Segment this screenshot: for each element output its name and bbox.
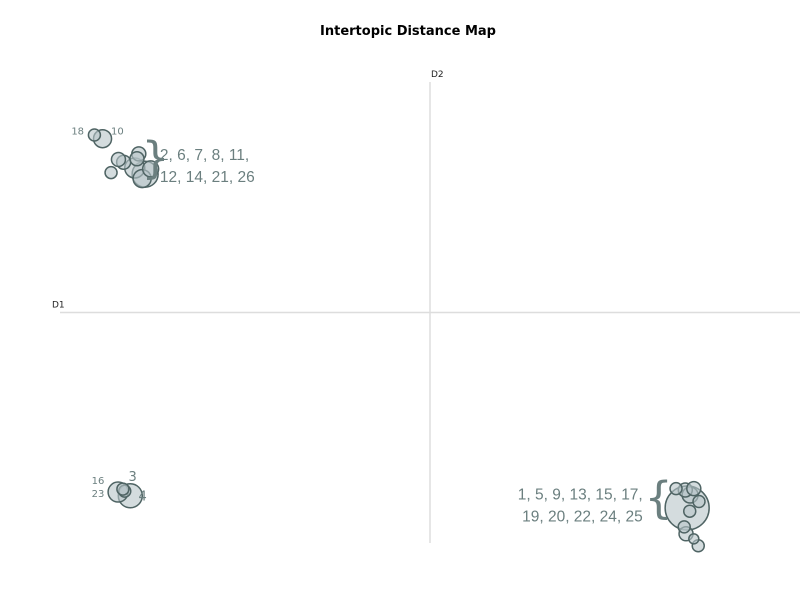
topic-label-10: 10: [111, 127, 124, 138]
topic-bubble-26[interactable]: [104, 165, 118, 180]
topic-bubble-18[interactable]: [87, 128, 102, 142]
topic-bubble-16[interactable]: [116, 482, 130, 496]
topic-bubble-15[interactable]: [682, 504, 697, 518]
topic-bubble-13[interactable]: [686, 480, 702, 497]
topic-label-23: 23: [92, 489, 105, 500]
group-label-line: 1, 5, 9, 13, 15, 17,: [518, 487, 643, 504]
topic-bubbles: [87, 128, 710, 553]
topic-label-16: 16: [92, 476, 105, 487]
y-axis-label: D2: [431, 70, 444, 80]
topic-bubble-25[interactable]: [688, 533, 700, 545]
topic-annotations: 18 10 34 16 23: [71, 127, 146, 505]
chart-title: Intertopic Distance Map: [320, 24, 496, 39]
group-label-2: 1, 5, 9, 13, 15, 17, 19, 20, 22, 24, 25: [518, 487, 643, 526]
topic-bubble-17[interactable]: [692, 494, 706, 509]
group-label-1: 2, 6, 7, 8, 11, 12, 14, 21, 26: [160, 147, 255, 186]
topic-bubble-11[interactable]: [141, 160, 160, 178]
topic-bubble-19[interactable]: [677, 520, 691, 534]
topic-group-labels: }2, 6, 7, 8, 11, 12, 14, 21, 26 {1, 5, 9, …: [141, 133, 672, 526]
group-label-line: 19, 20, 22, 24, 25: [522, 509, 643, 526]
group-brace-2: {: [645, 473, 673, 524]
group-label-line: 12, 14, 21, 26: [160, 169, 255, 186]
topic-bubble-14[interactable]: [129, 151, 145, 167]
topic-label-3: 3: [128, 470, 136, 485]
topic-label-4: 4: [138, 489, 146, 504]
axes: D1 D2: [52, 70, 800, 543]
topic-label-18: 18: [71, 127, 84, 138]
group-label-line: 2, 6, 7, 8, 11,: [160, 147, 249, 164]
topic-bubble-21[interactable]: [110, 151, 127, 168]
x-axis-label: D1: [52, 301, 65, 311]
topic-bubble-24[interactable]: [669, 481, 683, 496]
group-brace-1: }: [141, 133, 169, 184]
